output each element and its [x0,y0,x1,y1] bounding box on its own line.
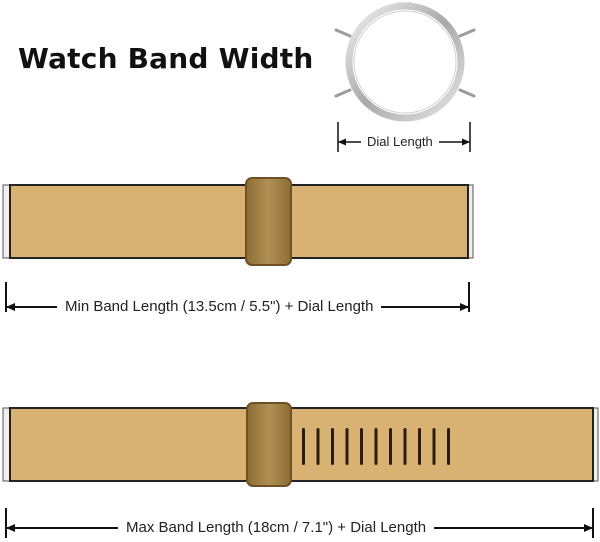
lug-top-left [334,28,352,38]
dial-case [345,2,465,122]
min-band-length-label: Min Band Length (13.5cm / 5.5") + Dial L… [57,297,382,317]
min-band [2,177,474,266]
adjustment-hole [447,428,450,465]
watch-dial [334,2,476,122]
max-band-adjustment-holes [302,428,450,465]
adjustment-hole [360,428,363,465]
adjustment-hole [432,428,436,465]
adjustment-hole [418,428,421,465]
lug-bottom-left [334,88,352,98]
max-arrow-left [6,524,15,532]
min-arrow-right [460,303,469,311]
min-band-strap [9,184,469,259]
adjustment-hole [403,428,407,465]
adjustment-hole [316,428,320,465]
max-band-keeper-loop [246,402,292,487]
lug-top-right [458,28,476,38]
dial-inner-ring [353,10,457,114]
lug-bottom-right [458,88,476,98]
diagram-title: Watch Band Width [18,42,314,75]
max-band [2,402,599,487]
max-arrow-right [584,524,593,532]
max-band-strap [9,407,594,482]
adjustment-hole [302,428,305,465]
min-arrow-left [6,303,15,311]
adjustment-hole [345,428,349,465]
min-band-keeper-loop [245,177,292,266]
dial-arrow-right [462,138,470,146]
dial-length-label: Dial Length [361,132,439,152]
max-band-length-label: Max Band Length (18cm / 7.1") + Dial Len… [118,518,435,538]
adjustment-hole [331,428,334,465]
adjustment-hole [389,428,392,465]
dial-arrow-left [338,138,346,146]
adjustment-hole [374,428,378,465]
